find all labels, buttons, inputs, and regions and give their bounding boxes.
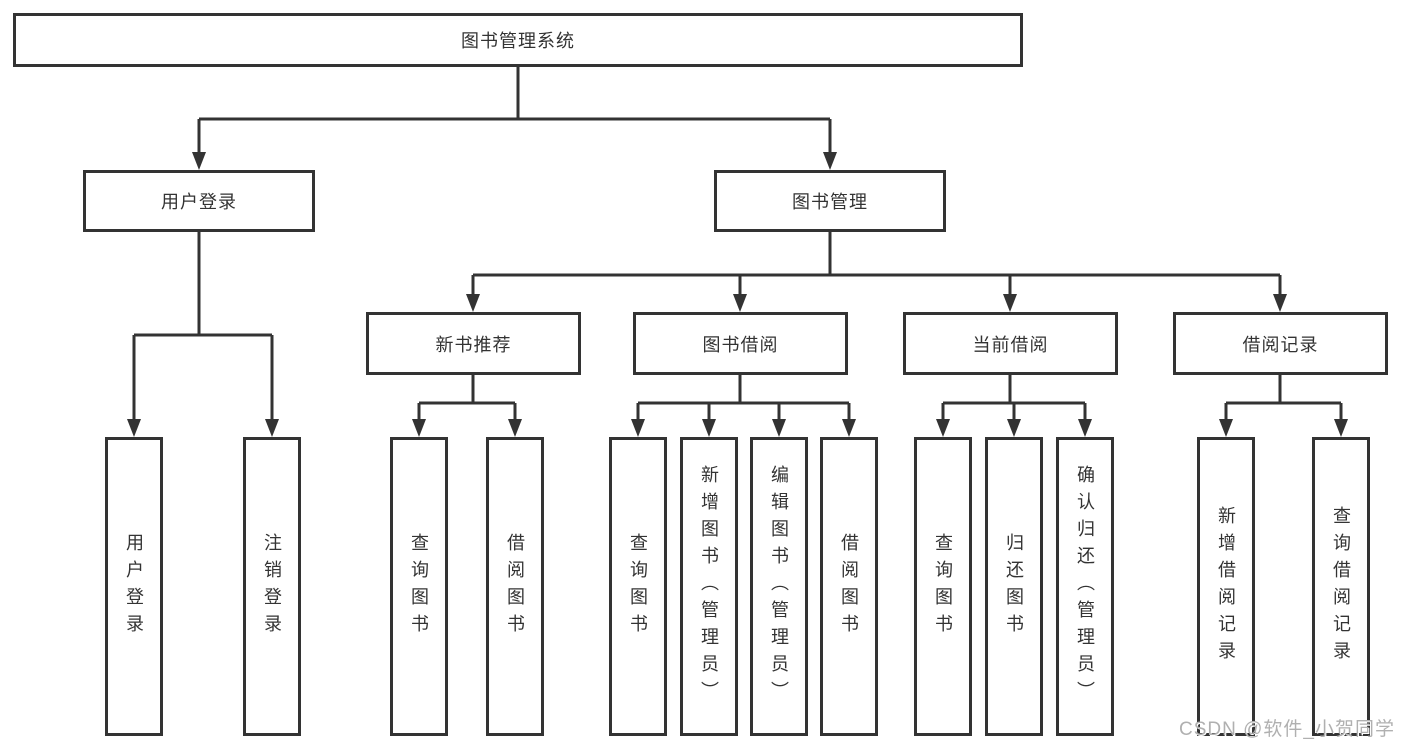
node-library-management-system: 图书管理系统 — [13, 13, 1023, 67]
connector-new-book-recommend — [412, 375, 522, 437]
leaf-query-borrow-record: 查询借阅记录 — [1312, 437, 1370, 736]
leaf-edit-book-admin: 编辑图书（管理员） — [750, 437, 808, 736]
leaf-add-borrow-record: 新增借阅记录 — [1197, 437, 1255, 736]
leaf-add-book-admin: 新增图书（管理员） — [680, 437, 738, 736]
leaf-return-book: 归还图书 — [985, 437, 1043, 736]
node-borrow-records: 借阅记录 — [1173, 312, 1388, 375]
connector-root — [192, 67, 837, 170]
leaf-query-books-current: 查询图书 — [914, 437, 972, 736]
leaf-confirm-return-admin: 确认归还（管理员） — [1056, 437, 1114, 736]
connector-user-login — [127, 232, 279, 437]
leaf-logout: 注销登录 — [243, 437, 301, 736]
node-user-login: 用户登录 — [83, 170, 315, 232]
node-current-borrow: 当前借阅 — [903, 312, 1118, 375]
leaf-borrow-books: 借阅图书 — [820, 437, 878, 736]
csdn-watermark: CSDN @软件_小贺同学 — [1179, 719, 1395, 740]
leaf-borrow-books-recommend: 借阅图书 — [486, 437, 544, 736]
connector-book-borrow — [631, 375, 856, 437]
node-book-borrow: 图书借阅 — [633, 312, 848, 375]
leaf-user-login: 用户登录 — [105, 437, 163, 736]
connector-borrow-records — [1219, 375, 1348, 437]
connector-current-borrow — [936, 375, 1092, 437]
leaf-query-books-recommend: 查询图书 — [390, 437, 448, 736]
leaf-query-books-borrow: 查询图书 — [609, 437, 667, 736]
node-new-book-recommend: 新书推荐 — [366, 312, 581, 375]
node-book-management: 图书管理 — [714, 170, 946, 232]
connector-book-management — [466, 232, 1287, 312]
